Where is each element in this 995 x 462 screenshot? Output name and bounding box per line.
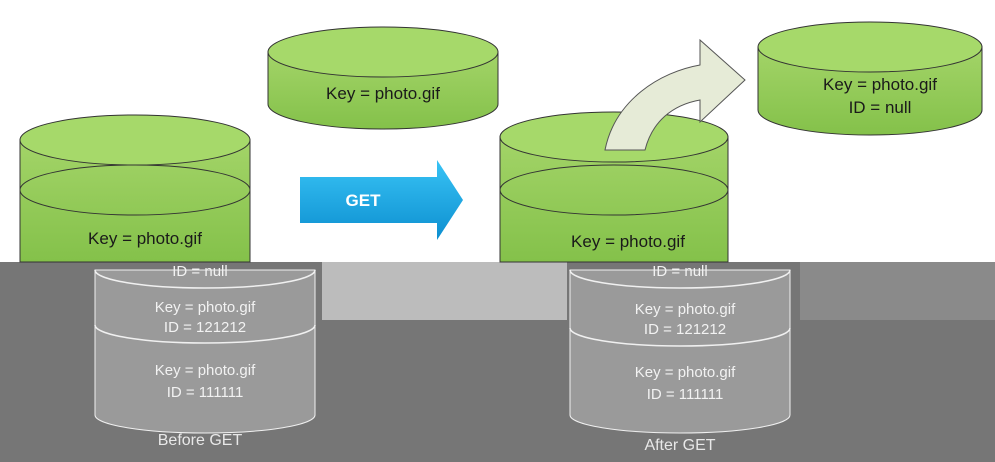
floating-object-key: Key = photo.gif — [326, 84, 440, 103]
before-lower-stack: ID = null Key = photo.gif ID = 121212 Ke… — [94, 263, 316, 449]
after-top-key: Key = photo.gif — [571, 232, 685, 251]
before-bottom-key: Key = photo.gif — [155, 362, 256, 379]
before-top-id: ID = null — [172, 263, 227, 280]
after-top-id: ID = null — [652, 263, 707, 280]
after-mid-id: ID = 121212 — [644, 321, 726, 338]
get-label: GET — [346, 191, 382, 210]
returned-object-key: Key = photo.gif — [823, 75, 937, 94]
returned-object-id: ID = null — [849, 98, 912, 117]
before-mid-key: Key = photo.gif — [155, 299, 256, 316]
after-bottom-key: Key = photo.gif — [635, 364, 736, 381]
after-bucket: Key = photo.gif — [499, 111, 729, 263]
before-top-key: Key = photo.gif — [88, 229, 202, 248]
after-mid-key: Key = photo.gif — [635, 301, 736, 318]
before-caption: Before GET — [158, 432, 243, 449]
after-lower-stack: ID = null Key = photo.gif ID = 121212 Ke… — [569, 263, 791, 454]
returned-object-cylinder: Key = photo.gif ID = null — [757, 21, 983, 136]
get-arrow: GET — [300, 160, 463, 240]
before-bucket: Key = photo.gif — [19, 114, 251, 263]
before-bottom-id: ID = 111111 — [167, 384, 244, 401]
floating-object-cylinder: Key = photo.gif — [267, 26, 499, 130]
return-arrow — [604, 38, 746, 151]
after-caption: After GET — [644, 437, 715, 454]
after-bottom-id: ID = 111111 — [647, 386, 724, 403]
before-mid-id: ID = 121212 — [164, 319, 246, 336]
